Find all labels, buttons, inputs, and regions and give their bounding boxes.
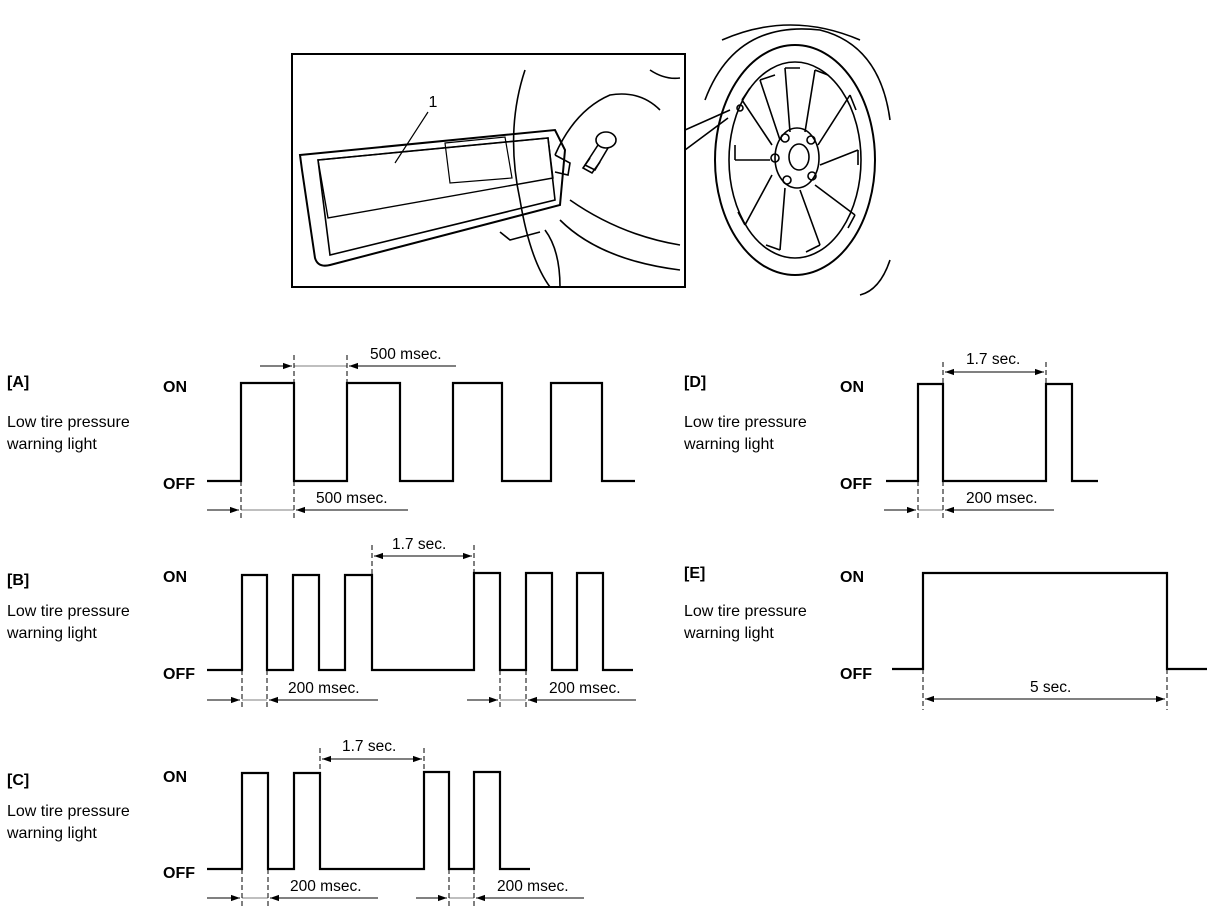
callout-number: 1 [429,94,438,111]
diagram-d-dimensions [884,362,1054,518]
diagram-b-caption-line1: Low tire pressure [7,603,130,620]
diagram-a-waveform [207,381,635,483]
diagram-a-dim-top: 500 msec. [370,346,442,363]
diagram-b-dimensions [207,545,636,708]
diagram-d-waveform [886,382,1098,483]
diagram-b-off-label: OFF [163,666,195,683]
diagram-a-dimensions [207,355,456,518]
diagram-d-caption-line2: warning light [683,436,774,453]
diagram-b-dim-bottom-left: 200 msec. [288,680,360,697]
diagram-e: [E] Low tire pressure warning light ON O… [683,565,1207,710]
diagram-d-dim-top: 1.7 sec. [966,351,1020,368]
diagram-d: [D] Low tire pressure warning light ON O… [683,351,1098,518]
diagram-d-dim-bottom: 200 msec. [966,490,1038,507]
diagram-d-on-label: ON [840,379,864,396]
diagram-b-waveform [207,571,633,672]
diagram-c-caption-line1: Low tire pressure [7,803,130,820]
inset-pointer [684,109,731,151]
diagram-c-on-label: ON [163,769,187,786]
diagram-a-dim-bottom: 500 msec. [316,490,388,507]
diagram-c-waveform [207,770,530,871]
diagram-e-dimensions [922,669,1168,710]
diagram-e-caption-line2: warning light [683,625,774,642]
valve-stem-icon [581,131,617,175]
diagram-d-caption-line1: Low tire pressure [684,414,807,431]
diagram-b-id: [B] [7,572,29,589]
diagram-e-dim-bottom: 5 sec. [1030,679,1071,696]
diagram-c-caption-line2: warning light [6,825,97,842]
diagram-d-off-label: OFF [840,476,872,493]
diagram-a-caption-line2: warning light [6,436,97,453]
diagram-e-id: [E] [684,565,705,582]
diagram-d-id: [D] [684,374,706,391]
tpms-tool-icon [298,128,571,267]
diagram-c-dim-bottom-right: 200 msec. [497,878,569,895]
tire-closeup [512,69,681,288]
diagram-a-on-label: ON [163,379,187,396]
diagram-b-on-label: ON [163,569,187,586]
diagram-e-waveform [892,571,1207,671]
illustration [291,24,891,296]
diagram-e-caption-line1: Low tire pressure [684,603,807,620]
diagram-a: [A] Low tire pressure warning light ON O… [6,346,635,518]
diagram-a-id: [A] [7,374,29,391]
callout-leader [394,111,429,164]
diagram-c-id: [C] [7,772,29,789]
diagram-e-off-label: OFF [840,666,872,683]
diagram-b-dim-bottom-right: 200 msec. [549,680,621,697]
diagram-c-dim-top: 1.7 sec. [342,738,396,755]
diagram-c-off-label: OFF [163,865,195,882]
diagram-a-off-label: OFF [163,476,195,493]
wheel-illustration [704,24,891,296]
diagram-b: [B] Low tire pressure warning light ON O… [6,536,636,708]
diagram-c-dimensions [207,748,584,906]
diagram-e-on-label: ON [840,569,864,586]
diagram-a-caption-line1: Low tire pressure [7,414,130,431]
inset-frame [291,53,686,288]
diagram-c: [C] Low tire pressure warning light ON O… [6,738,584,906]
diagram-b-caption-line2: warning light [6,625,97,642]
diagram-c-dim-bottom-left: 200 msec. [290,878,362,895]
diagram-b-dim-top: 1.7 sec. [392,536,446,553]
